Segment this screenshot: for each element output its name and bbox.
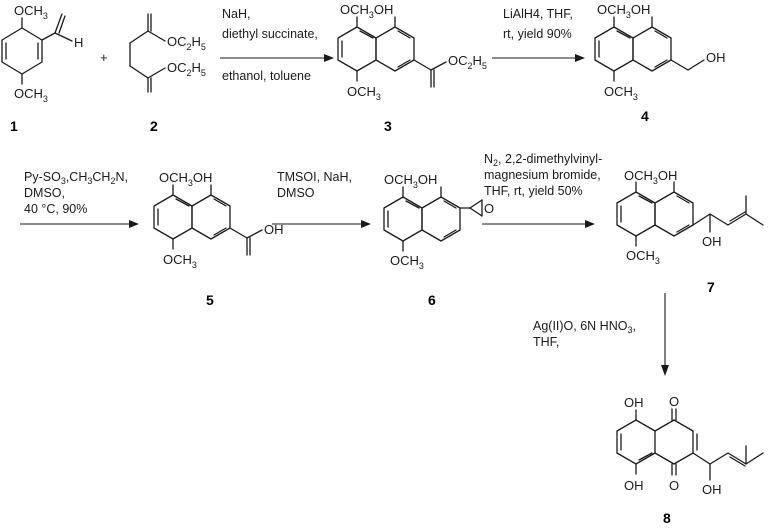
arrow-step-4: [272, 220, 371, 228]
compound-3-number: 3: [384, 118, 392, 134]
compound-1-aldehyde-h: H: [74, 35, 83, 50]
step-5-line-1: N2, 2,2-dimethylvinyl-: [484, 152, 602, 168]
compound-4-methoxy-top: OCH3OH: [597, 2, 650, 20]
compound-7-number: 7: [707, 279, 715, 295]
conditions-step-4: TMSOI, NaH, DMSO: [277, 170, 352, 200]
compound-6-methoxy-bottom: OCH3: [390, 253, 424, 271]
compound-3: OCH3OH OCH3 OC2H5 3: [337, 2, 487, 134]
compound-8-side-hydroxyl: OH: [702, 482, 722, 497]
compound-4: OCH3OH OCH3 OH 4: [594, 2, 726, 124]
step-4-line-2: DMSO: [277, 186, 315, 200]
compound-2-ester-top: OC2H5: [167, 34, 206, 52]
compound-6-bonds: [383, 186, 483, 252]
compound-5-methoxy-bottom: OCH3: [163, 252, 197, 270]
compound-1-number: 1: [10, 118, 18, 134]
compound-5-bonds: [153, 184, 263, 256]
compound-8-hydroxyl-top: OH: [624, 395, 644, 410]
compound-4-bonds: [594, 16, 705, 82]
step-3-line-1: Py-SO3,CH3CH2N,: [24, 170, 128, 186]
compound-6-number: 6: [428, 292, 436, 308]
compound-5-number: 5: [206, 292, 214, 308]
step-1-line-2: diethyl succinate,: [222, 27, 318, 41]
compound-1: OCH3 H OCH3 1: [1, 3, 83, 134]
step-5-line-2: magnesium bromide,: [484, 168, 601, 182]
compound-7: OCH3OH OCH3 OH 7: [616, 168, 764, 295]
compound-8-number: 8: [663, 510, 671, 526]
compound-6-epoxide-o: O: [484, 201, 494, 216]
conditions-step-5: N2, 2,2-dimethylvinyl- magnesium bromide…: [484, 152, 602, 198]
step-3-line-3: 40 °C, 90%: [24, 202, 87, 216]
compound-8-bonds: [616, 408, 764, 481]
compound-4-methoxy-bottom: OCH3: [604, 84, 638, 102]
compound-3-bonds: [337, 16, 447, 88]
step-5-line-3: THF, rt, yield 50%: [484, 184, 583, 198]
compound-3-methoxy-bottom: OCH3: [347, 84, 381, 102]
compound-4-number: 4: [641, 108, 649, 124]
arrow-step-1: [220, 54, 334, 62]
compound-8-quinone-o-bottom: O: [669, 478, 679, 493]
arrow-step-2: [492, 54, 585, 62]
step-2-line-1: LiAlH4, THF,: [503, 7, 573, 21]
plus-sign: +: [100, 50, 108, 65]
compound-6: OCH3OH OCH3 O 6: [383, 172, 494, 308]
compound-6-methoxy-top: OCH3OH: [384, 172, 437, 190]
step-6-line-1: Ag(II)O, 6N HNO3,: [533, 319, 636, 335]
compound-1-bonds: [1, 13, 73, 85]
conditions-step-3: Py-SO3,CH3CH2N, DMSO, 40 °C, 90%: [24, 170, 128, 216]
arrow-step-3: [20, 220, 139, 228]
step-1-line-1: NaH,: [222, 7, 250, 21]
compound-2-ester-bottom: OC2H5: [167, 60, 206, 78]
compound-2-bonds: [129, 13, 166, 93]
compound-4-hydroxyl: OH: [706, 50, 726, 65]
compound-5: OCH3OH OCH3 OH 5: [153, 170, 284, 308]
compound-1-methoxy-bottom: OCH3: [14, 86, 48, 104]
compound-8-hydroxyl-bottom: OH: [624, 478, 644, 493]
compound-5-methoxy-top: OCH3OH: [159, 170, 212, 188]
compound-3-ester: OC2H5: [448, 53, 487, 71]
compound-7-methoxy-bottom: OCH3: [626, 248, 660, 266]
conditions-step-2: LiAlH4, THF, rt, yield 90%: [503, 7, 573, 41]
conditions-step-6: Ag(II)O, 6N HNO3, THF,: [533, 319, 636, 349]
compound-8: OH O OH O OH 8: [616, 394, 764, 526]
step-3-line-2: DMSO,: [24, 186, 65, 200]
step-6-line-2: THF,: [533, 335, 559, 349]
arrow-step-5: [482, 220, 595, 228]
compound-7-methoxy-top: OCH3OH: [624, 168, 677, 186]
compound-7-hydroxyl: OH: [702, 234, 722, 249]
step-4-line-1: TMSOI, NaH,: [277, 170, 352, 184]
conditions-step-1: NaH, diethyl succinate, ethanol, toluene: [222, 7, 318, 83]
compound-7-bonds: [616, 181, 764, 247]
step-2-line-2: rt, yield 90%: [503, 27, 572, 41]
compound-2-number: 2: [150, 118, 158, 134]
compound-1-methoxy-top: OCH3: [14, 3, 48, 21]
step-1-line-3: ethanol, toluene: [222, 69, 311, 83]
compound-8-quinone-o-top: O: [669, 394, 679, 409]
compound-5-acid-oh: OH: [264, 222, 284, 237]
compound-3-methoxy-top: OCH3OH: [340, 2, 393, 20]
compound-2: OC2H5 OC2H5 2: [129, 13, 206, 134]
arrow-step-6: [661, 293, 669, 376]
